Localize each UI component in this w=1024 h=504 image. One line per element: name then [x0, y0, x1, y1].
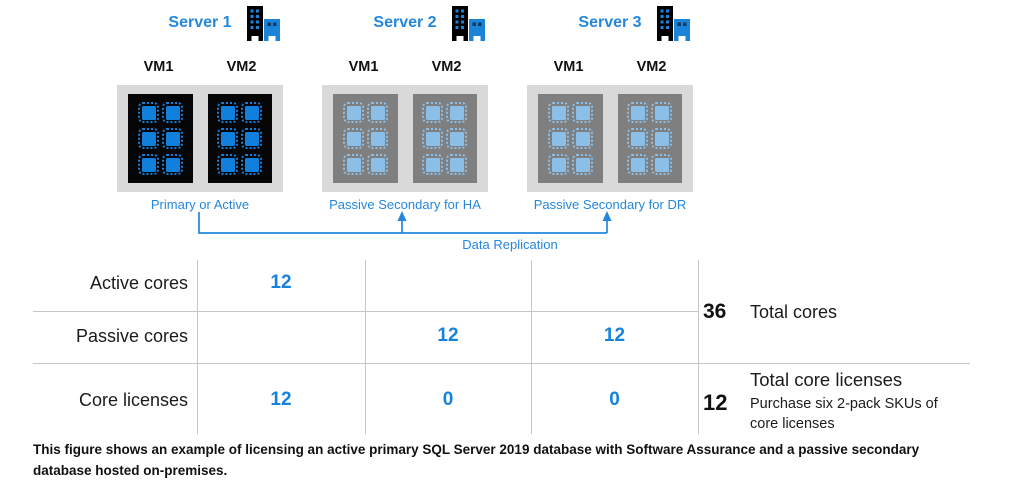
cpu-chip-icon [446, 154, 468, 176]
cpu-chip-icon [366, 154, 388, 176]
cpu-chip-icon [547, 101, 569, 123]
cpu-chip-icon [547, 127, 569, 149]
cpu-chip-icon [571, 154, 593, 176]
table-cell: 12 [270, 272, 292, 293]
vm1-label: VM1 [348, 59, 379, 75]
figure-caption: This figure shows an example of licensin… [33, 442, 920, 478]
table-cell: 12 [270, 389, 292, 410]
table-cell: 12 [603, 325, 626, 346]
server3-host-box [527, 85, 693, 192]
server-group-1: Server 1 VM1 VM2 [117, 0, 283, 240]
cpu-chip-icon [446, 127, 468, 149]
replication-label: Data Replication [462, 237, 558, 252]
building-icon [654, 5, 692, 43]
vm2-box [412, 94, 477, 183]
cpu-chip-icon [446, 101, 468, 123]
vm2-box [617, 94, 682, 183]
total-cores-label: Total cores [750, 302, 838, 322]
vm-labels: VM1 VM2 [117, 59, 283, 75]
vm1-label: VM1 [143, 59, 174, 75]
table-cell: 0 [609, 389, 620, 410]
cpu-chip-icon [571, 127, 593, 149]
vm-labels: VM1 VM2 [527, 59, 693, 75]
cpu-chip-icon [137, 101, 159, 123]
cpu-chip-icon [137, 127, 159, 149]
cpu-chip-icon [342, 101, 364, 123]
cpu-chip-icon [241, 127, 263, 149]
cpu-chip-icon [366, 127, 388, 149]
vm-labels: VM1 VM2 [322, 59, 488, 75]
total-core-licenses-label: Total core licenses [750, 369, 903, 390]
cpu-chip-icon [217, 127, 239, 149]
cpu-chip-icon [422, 127, 444, 149]
cpu-chip-icon [217, 101, 239, 123]
server2-host-box [322, 85, 488, 192]
table-divider [365, 260, 366, 434]
server-name: Server 1 [168, 14, 232, 31]
table-divider [531, 260, 532, 434]
total-cores-value: 36 [703, 300, 727, 323]
vm2-label: VM2 [226, 59, 257, 75]
cpu-chip-icon [366, 101, 388, 123]
table-divider [698, 260, 699, 434]
server-header: Server 3 [527, 4, 693, 44]
cpu-chip-icon [651, 101, 673, 123]
cpu-chip-icon [217, 154, 239, 176]
table-divider [33, 363, 970, 364]
table-divider [197, 260, 198, 434]
vm1-box [128, 94, 193, 183]
server-header: Server 1 [117, 4, 283, 44]
server-group-3: Server 3 VM1 VM2 [527, 0, 693, 240]
table-cell: 0 [442, 389, 454, 410]
table-divider [33, 311, 698, 312]
vm2-label: VM2 [431, 59, 462, 75]
cpu-chip-icon [627, 101, 649, 123]
cpu-chip-icon [651, 127, 673, 149]
server-header: Server 2 [322, 4, 488, 44]
server1-state-label: Primary or Active [150, 197, 250, 212]
cpu-chip-icon [627, 127, 649, 149]
total-core-licenses-note: Purchase six 2-pack SKUs of core license… [750, 396, 938, 433]
vm2-label: VM2 [636, 59, 667, 75]
cpu-chip-icon [342, 154, 364, 176]
cpu-chip-icon [241, 154, 263, 176]
server-name: Server 3 [578, 14, 642, 31]
cpu-chip-icon [161, 154, 183, 176]
server-name: Server 2 [373, 14, 437, 31]
row-label-passive-cores: Passive cores [75, 326, 188, 346]
cpu-chip-icon [137, 154, 159, 176]
building-icon [449, 5, 487, 43]
row-label-active-cores: Active cores [89, 273, 188, 293]
building-icon [244, 5, 282, 43]
cpu-chip-icon [241, 101, 263, 123]
cpu-chip-icon [627, 154, 649, 176]
table-cell: 12 [437, 325, 459, 346]
cpu-chip-icon [161, 101, 183, 123]
vm1-box [333, 94, 398, 183]
cpu-chip-icon [422, 101, 444, 123]
total-core-licenses-value: 12 [703, 390, 728, 415]
cpu-chip-icon [571, 101, 593, 123]
cpu-chip-icon [422, 154, 444, 176]
cpu-chip-icon [342, 127, 364, 149]
server1-host-box [117, 85, 283, 192]
server2-state-label: Passive Secondary for HA [329, 197, 481, 212]
vm1-box [538, 94, 603, 183]
cpu-chip-icon [651, 154, 673, 176]
vm1-label: VM1 [553, 59, 584, 75]
row-label-core-licenses: Core licenses [78, 390, 188, 410]
cpu-chip-icon [161, 127, 183, 149]
server-group-2: Server 2 VM1 VM2 [322, 0, 488, 240]
vm2-box [207, 94, 272, 183]
server3-state-label: Passive Secondary for DR [533, 197, 687, 212]
cpu-chip-icon [547, 154, 569, 176]
